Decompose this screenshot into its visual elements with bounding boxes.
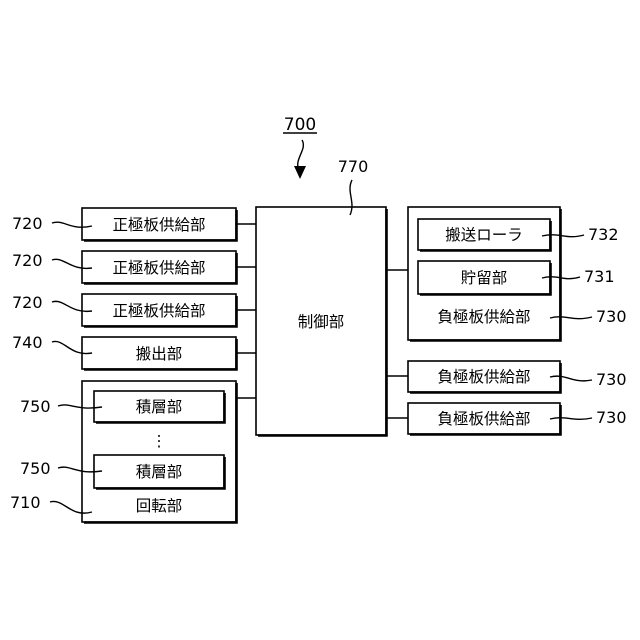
cathode-supply-unit: 正極板供給部 720: [12, 251, 237, 284]
cathode-supply-label: 正極板供給部: [112, 302, 205, 320]
cathode-supply-label: 正極板供給部: [112, 216, 205, 234]
storage-unit: 貯留部 731: [418, 261, 615, 295]
anode-supply-unit: 負極板供給部 730: [408, 361, 627, 393]
anode-supply-label: 負極板供給部: [437, 410, 530, 428]
control-unit-label: 制御部: [298, 313, 345, 331]
anode-supply-ref: 730: [596, 408, 627, 427]
rotation-unit: 回転部 710 積層部 750 ⋮ 積層部 750: [10, 381, 237, 523]
control-unit-ref: 770: [338, 157, 369, 176]
storage-unit-ref: 731: [584, 267, 615, 286]
cathode-supply-unit: 正極板供給部 720: [12, 293, 237, 327]
cathode-supply-label: 正極板供給部: [112, 259, 205, 277]
anode-supply-ref: 730: [596, 370, 627, 389]
figure-ref-arrowhead: [294, 166, 306, 179]
cathode-supply-ref: 720: [12, 251, 43, 270]
cathode-supply-ref: 720: [12, 293, 43, 312]
cathode-supply-ref: 720: [12, 214, 43, 233]
stacking-units-ellipsis: ⋮: [151, 432, 167, 450]
storage-unit-label: 貯留部: [461, 269, 508, 287]
unloading-unit: 搬出部 740: [12, 333, 237, 370]
unloading-unit-label: 搬出部: [136, 345, 183, 363]
transport-roller-ref: 732: [588, 225, 619, 244]
rotation-unit-ref: 710: [10, 493, 41, 512]
cathode-supply-unit: 正極板供給部 720: [12, 208, 237, 241]
stacking-unit-label: 積層部: [136, 398, 183, 416]
stacking-unit-label: 積層部: [136, 463, 183, 481]
transport-roller-label: 搬送ローラ: [445, 226, 523, 244]
anode-supply-label: 負極板供給部: [437, 368, 530, 386]
transport-roller: 搬送ローラ 732: [418, 219, 619, 251]
stacking-unit: 積層部 750: [20, 455, 225, 489]
stacking-unit: 積層部 750: [20, 391, 225, 423]
figure-ref-label: 700: [284, 115, 316, 135]
stacking-unit-ref: 750: [20, 397, 51, 416]
anode-supply-unit: 負極板供給部 730: [408, 403, 627, 435]
anode-supply-ref: 730: [596, 307, 627, 326]
anode-supply-unit: 負極板供給部 730 搬送ローラ 732 貯留部 731: [408, 207, 627, 341]
control-unit: 制御部 770: [256, 157, 387, 436]
unloading-unit-ref: 740: [12, 333, 43, 352]
stacking-unit-ref: 750: [20, 459, 51, 478]
anode-supply-label: 負極板供給部: [437, 308, 530, 326]
rotation-unit-label: 回転部: [136, 497, 183, 515]
figure-reference: 700: [283, 115, 317, 179]
